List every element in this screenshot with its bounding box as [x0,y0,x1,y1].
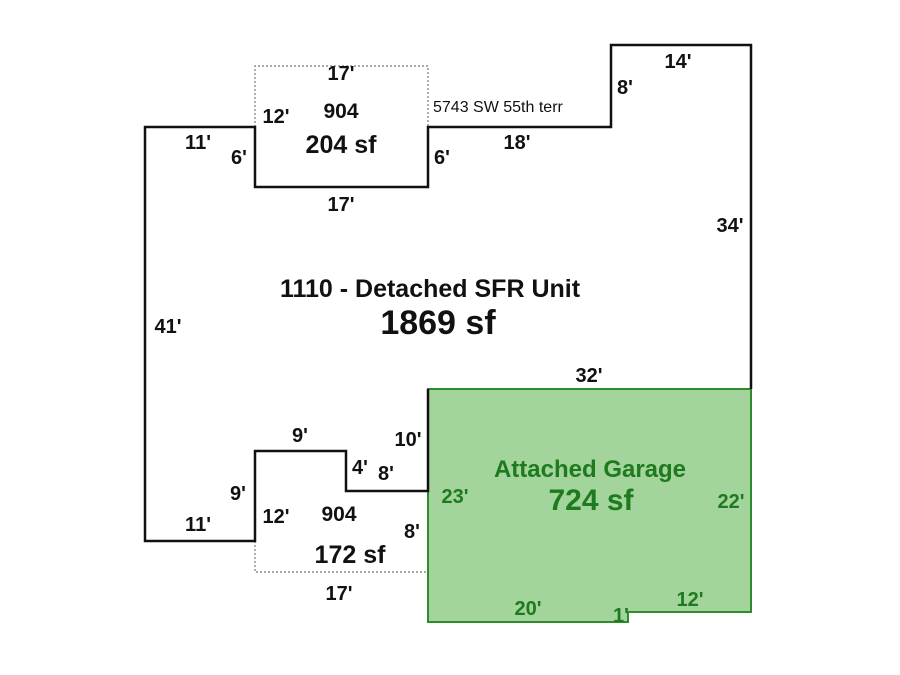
top-porch-code: 904 [323,100,358,123]
address-label: 5743 SW 55th terr [433,99,564,116]
garage-dim-bottom-left: 20' [514,598,541,620]
dim-step-top: 9' [292,425,308,447]
bottom-porch-area: 172 sf [315,541,387,569]
dim-jog-up: 8' [617,77,633,99]
top-porch-outline-dotted [254,65,429,127]
garage-dim-bottom-right: 12' [676,589,703,611]
dim-top-right: 14' [664,51,691,73]
dim-top-mid: 18' [503,132,530,154]
dim-bottom-left: 11' [185,514,211,536]
bottom-porch-dim-right: 8' [404,521,420,543]
garage-dim-right: 22' [717,491,744,513]
bottom-porch-dim-bottom: 17' [325,583,352,605]
top-porch-dim-left-upper: 12' [262,106,289,128]
main-building-outline [143,43,753,543]
dim-garage-side: 10' [394,429,421,451]
dim-garage-top: 32' [575,365,602,387]
top-porch-dim-bottom: 17' [327,194,354,216]
garage-title: Attached Garage [494,456,686,483]
dim-step-down: 4' [352,457,368,479]
garage-dim-notch: 1' [613,605,629,627]
top-porch-dim-top: 17' [327,63,354,85]
dim-right: 34' [716,215,743,237]
dim-step-right: 8' [378,463,394,485]
top-porch-dim-left-lower: 6' [231,147,247,169]
top-porch-area: 204 sf [306,131,378,159]
top-porch-dim-right: 6' [434,147,450,169]
bottom-porch-code: 904 [321,503,356,526]
garage-dim-left: 23' [441,486,468,508]
dim-top-left: 11' [185,132,211,154]
main-unit-title: 1110 - Detached SFR Unit [280,275,581,303]
garage-area-label: 724 sf [548,484,634,517]
dim-step-vertical: 9' [230,483,246,505]
main-unit-area: 1869 sf [380,304,496,342]
dim-left: 41' [154,316,181,338]
bottom-porch-dim-left: 12' [262,506,289,528]
